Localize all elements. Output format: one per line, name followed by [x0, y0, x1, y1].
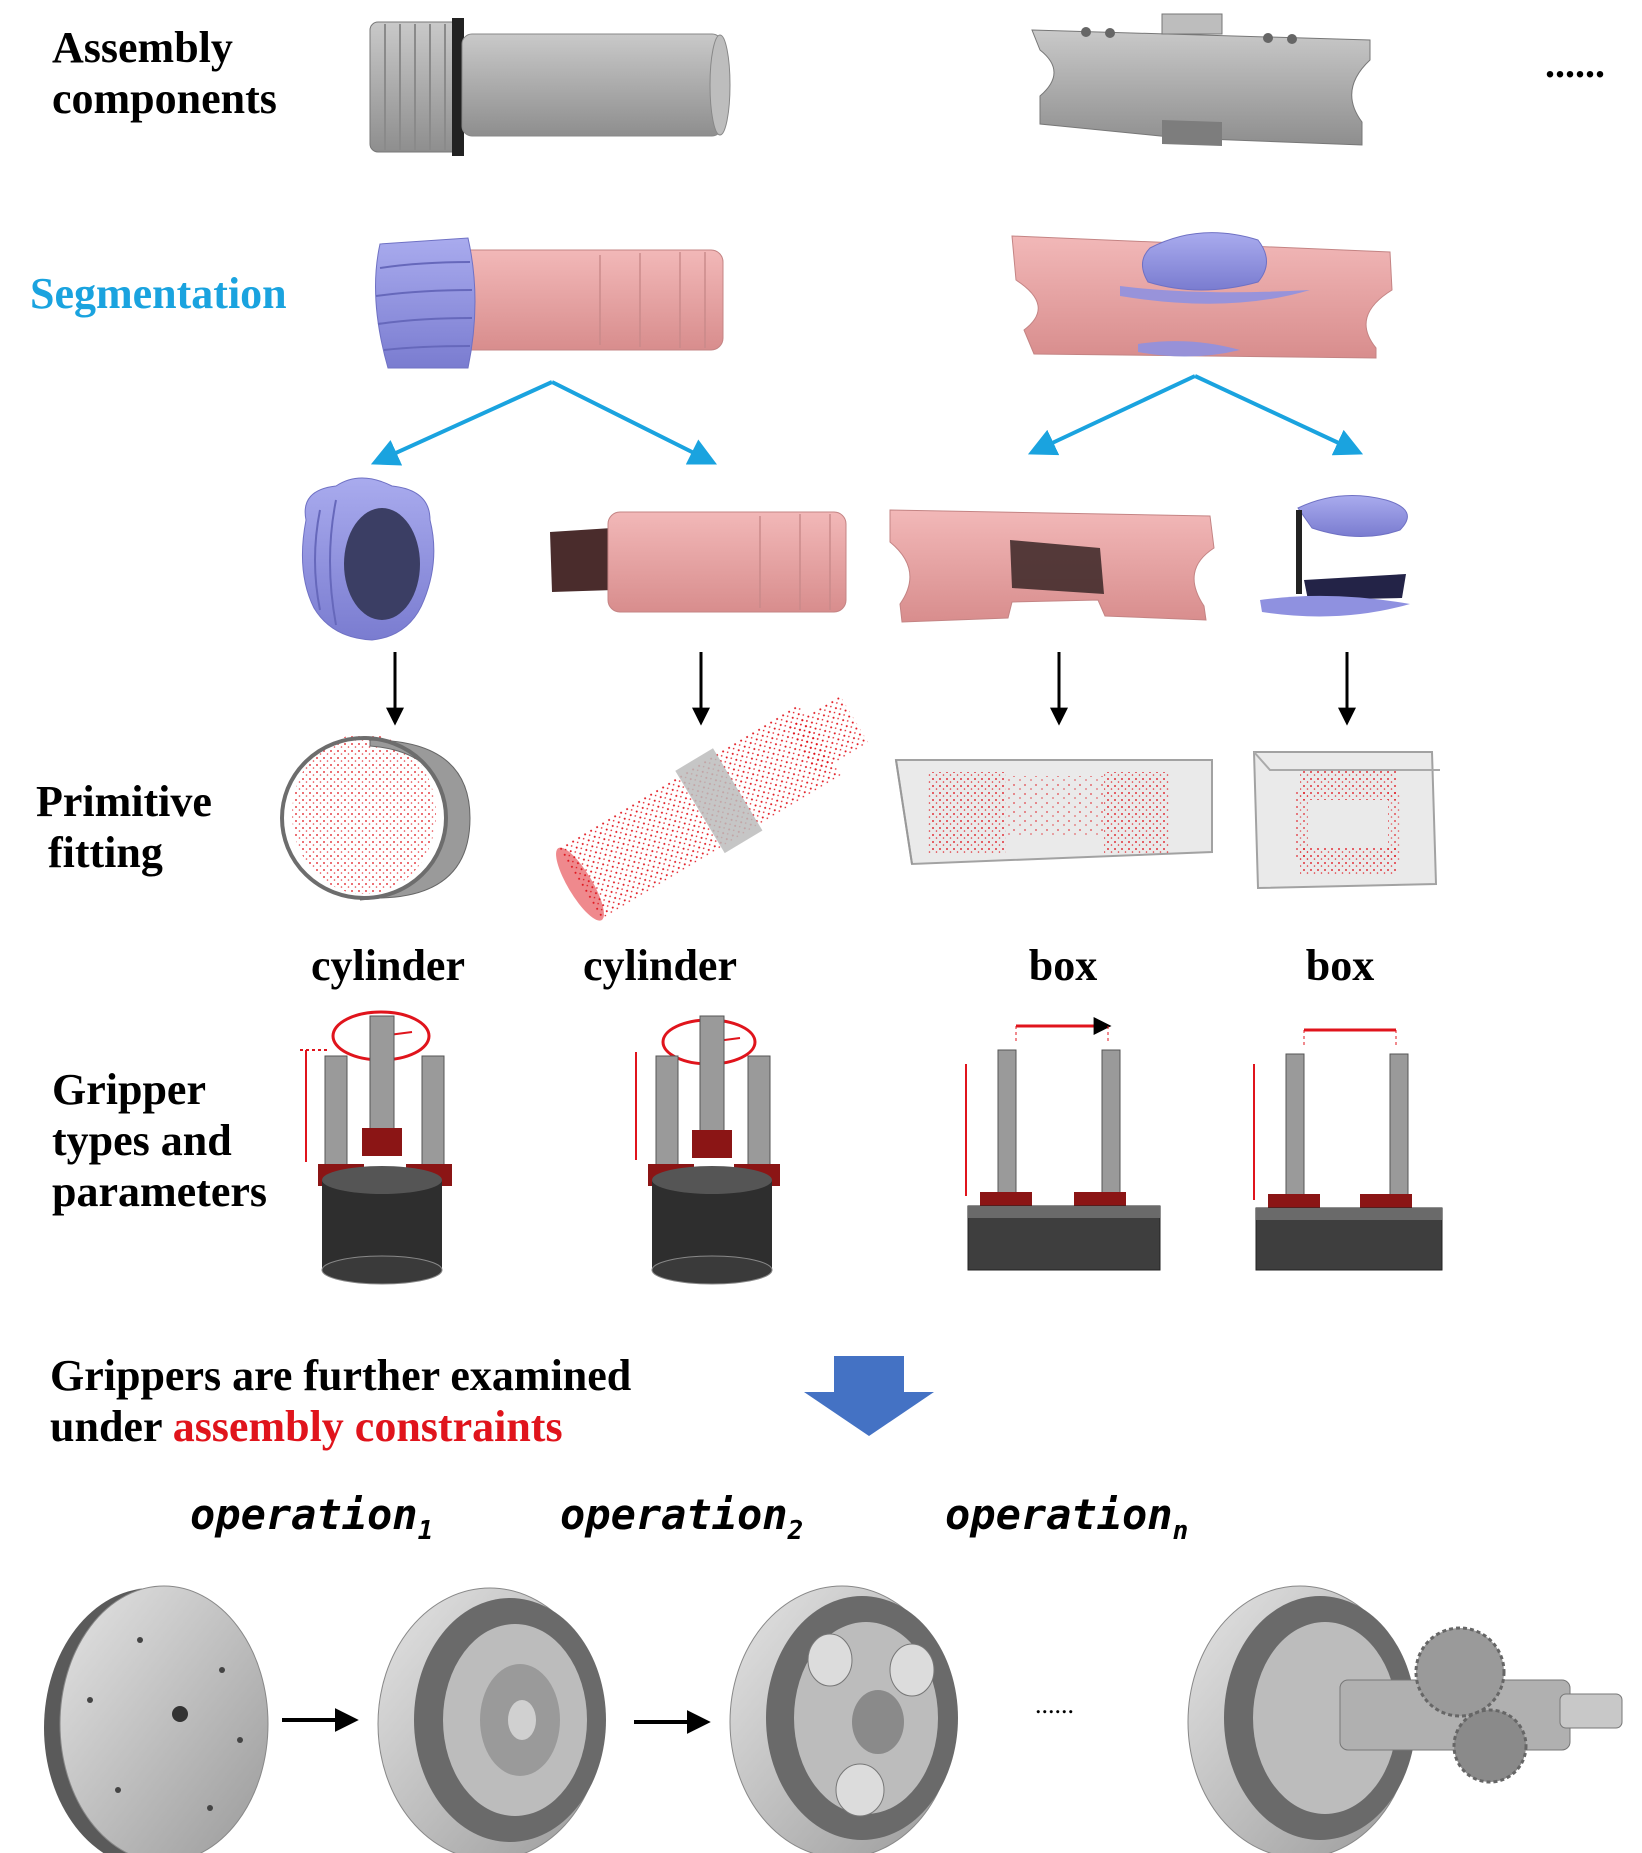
operation-2-label: operation2: [560, 1490, 803, 1546]
segmented-block: [1011, 232, 1393, 359]
ellipsis-top: ......: [1545, 41, 1605, 86]
gripper-three-jaw-2: [635, 1015, 780, 1285]
segment-block-top: [1260, 495, 1410, 617]
operation-1-sub: 1: [417, 1516, 434, 1546]
operation-2-base: operation: [560, 1490, 788, 1539]
primitive-type-3: box: [1028, 941, 1098, 990]
operation-1-base: operation: [190, 1490, 418, 1539]
fit-cylinder-shaft: [556, 695, 869, 921]
label-gripper-types-line3: parameters: [52, 1167, 268, 1217]
gripper-parallel-2: [1253, 1028, 1443, 1271]
label-examined-line1: Grippers are further examined: [50, 1351, 632, 1400]
label-primitive-fitting: Primitive fitting: [36, 776, 212, 878]
primitive-type-4: box: [1305, 941, 1375, 990]
label-assembly-components-line2: components: [52, 74, 277, 124]
primitive-type-2: cylinder: [583, 941, 737, 990]
operation-n-base: operation: [945, 1490, 1173, 1539]
component-block: [1031, 13, 1371, 146]
operation-n-sub: n: [1172, 1516, 1189, 1546]
gripper-parallel-1: [965, 1017, 1161, 1271]
assembly-step-plate: [44, 1585, 269, 1853]
label-gripper-types-line1: Gripper: [52, 1065, 206, 1114]
assembly-step-final: [1187, 1585, 1623, 1853]
label-examined: Grippers are further examined under asse…: [50, 1350, 631, 1452]
operation-n-label: operationn: [945, 1490, 1188, 1546]
segment-gear-ring: [301, 477, 435, 641]
label-primitive-fitting-line2: fitting: [48, 828, 163, 878]
label-assembly-constraints: assembly constraints: [172, 1402, 563, 1452]
gripper-three-jaw-1: [300, 1010, 452, 1285]
label-examined-prefix: under: [50, 1402, 173, 1452]
label-gripper-types: Gripper types and parameters: [52, 1064, 267, 1217]
label-assembly-components: Assembly components: [52, 22, 277, 124]
fit-box-body: [894, 759, 1213, 866]
segment-shaft: [550, 511, 847, 613]
label-gripper-types-line2: types and: [52, 1116, 232, 1166]
operation-2-sub: 2: [787, 1516, 804, 1546]
segmented-shaft: [375, 237, 724, 369]
primitive-type-1: cylinder: [311, 941, 465, 990]
split-arrows-left: [370, 380, 718, 466]
fit-box-top: [1252, 751, 1440, 890]
assembly-step-housing-2: [729, 1585, 958, 1853]
label-assembly-components-line1: Assembly: [52, 23, 233, 72]
label-segmentation: Segmentation: [30, 269, 287, 318]
down-arrows: [386, 652, 1356, 726]
component-shaft: [369, 18, 731, 156]
label-primitive-fitting-line1: Primitive: [36, 777, 212, 826]
fit-cylinder-ring: [280, 734, 471, 901]
split-arrows-right: [1027, 374, 1364, 456]
assembly-step-housing-1: [377, 1587, 606, 1853]
label-examined-line2: under assembly constraints: [50, 1401, 631, 1452]
segment-block-body: [889, 509, 1215, 623]
ellipsis-bottom: ......: [1035, 1690, 1074, 1719]
operation-1-label: operation1: [190, 1490, 433, 1546]
big-down-arrow: [804, 1356, 934, 1436]
